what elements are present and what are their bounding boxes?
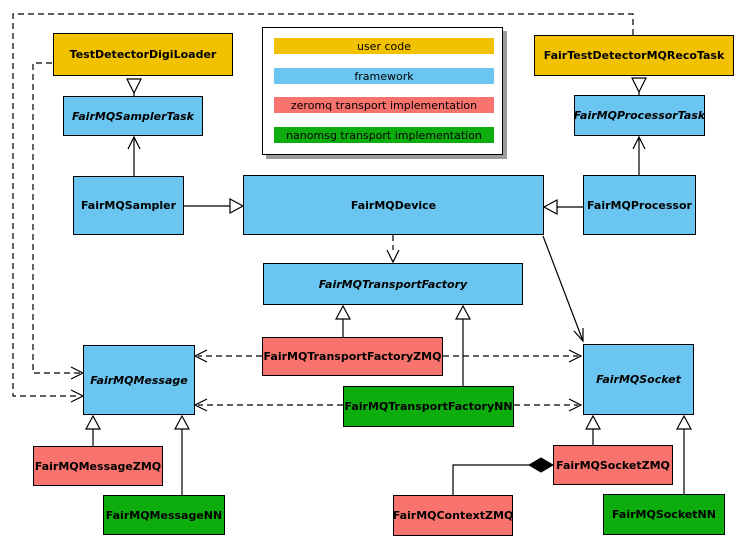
edge-fairmqsampler-fairmqdevice [184, 197, 245, 215]
edge-fairmqtransportfactorynn-fairmqsocket [514, 398, 583, 412]
open-vee-arrowhead [193, 349, 208, 363]
hollow-triangle-arrowhead [84, 414, 102, 430]
hollow-triangle-arrowhead [584, 414, 602, 430]
node-fairmqsampler: FairMQSampler [73, 176, 184, 235]
edge-fairmqmessagenn-fairmqmessage [173, 414, 191, 495]
edge-fairmqcontextzmq-fairmqsocketzmq [452, 457, 554, 495]
legend-item-framework: framework [274, 68, 494, 84]
node-fairmqprocessor: FairMQProcessor [583, 175, 696, 235]
edge-fairmqdevice-fairmqsocket [542, 235, 584, 343]
edge-fairtestdetectormqrecotask-fairmqprocessortask [631, 77, 647, 95]
legend-item-zeromq: zeromq transport implementation [274, 97, 494, 113]
edge-fairmqdevice-fairmqtransportfactory [386, 235, 400, 264]
open-vee-arrowhead [632, 135, 646, 150]
open-vee-arrowhead [127, 135, 141, 150]
node-fairmqdevice: FairMQDevice [243, 175, 544, 235]
legend-item-user-code: user code [274, 38, 494, 54]
node-fairmqmessage: FairMQMessage [83, 345, 195, 415]
node-fairmqsocketnn: FairMQSocketNN [603, 494, 725, 535]
node-testdetectordigiloader: TestDetectorDigiLoader [53, 33, 233, 76]
node-fairmqcontextzmq: FairMQContextZMQ [393, 495, 513, 536]
edge-fairmqtransportfactorynn-fairmqtransportfactory [454, 304, 472, 386]
node-fairmqtransportfactory: FairMQTransportFactory [263, 263, 523, 305]
node-fairmqmessagenn: FairMQMessageNN [103, 495, 225, 535]
legend: user code framework zeromq transport imp… [262, 27, 503, 155]
node-fairmqtransportfactorynn: FairMQTransportFactoryNN [343, 386, 514, 427]
hollow-triangle-arrowhead [229, 197, 245, 215]
edge-fairmqsocketnn-fairmqsocket [675, 414, 693, 494]
node-fairmqprocessortask: FairMQProcessorTask [574, 95, 705, 136]
open-vee-arrowhead [193, 398, 208, 412]
edge-fairmqtransportfactoryzmq-fairmqmessage [193, 349, 262, 363]
open-vee-arrowhead [573, 328, 584, 343]
edge-fairmqsocketzmq-fairmqsocket [584, 414, 602, 445]
edge-fairmqtransportfactorynn-fairmqmessage [193, 398, 343, 412]
hollow-triangle-arrowhead [542, 198, 558, 216]
legend-item-nanomsg: nanomsg transport implementation [274, 127, 494, 143]
edge-fairmqmessagezmq-fairmqmessage [84, 414, 102, 446]
hollow-triangle-arrowhead [126, 78, 142, 95]
open-vee-arrowhead [568, 398, 583, 412]
edge-fairmqprocessor-fairmqdevice [542, 198, 583, 216]
composition-diamond-icon [528, 457, 554, 473]
node-fairmqsocketzmq: FairMQSocketZMQ [553, 445, 673, 485]
hollow-triangle-arrowhead [454, 304, 472, 320]
edge-fairmqtransportfactoryzmq-fairmqtransportfactory [334, 304, 352, 337]
node-fairmqmessagezmq: FairMQMessageZMQ [33, 446, 163, 486]
hollow-triangle-arrowhead [631, 77, 647, 94]
node-fairmqsocket: FairMQSocket [583, 344, 694, 415]
edge-fairmqsampler-fairmqsamplertask [127, 135, 141, 176]
edge-fairmqtransportfactoryzmq-fairmqsocket [443, 349, 583, 363]
hollow-triangle-arrowhead [173, 414, 191, 430]
node-fairmqsamplertask: FairMQSamplerTask [63, 96, 203, 136]
edge-fairmqprocessor-fairmqprocessortask [632, 135, 646, 175]
edge-testdetectordigiloader-fairmqsamplertask [126, 78, 142, 96]
open-vee-arrowhead [386, 249, 400, 264]
open-vee-arrowhead [568, 349, 583, 363]
hollow-triangle-arrowhead [334, 304, 352, 320]
node-fairtestdetectormqrecotask: FairTestDetectorMQRecoTask [534, 35, 734, 76]
hollow-triangle-arrowhead [675, 414, 693, 430]
node-fairmqtransportfactoryzmq: FairMQTransportFactoryZMQ [262, 337, 443, 376]
